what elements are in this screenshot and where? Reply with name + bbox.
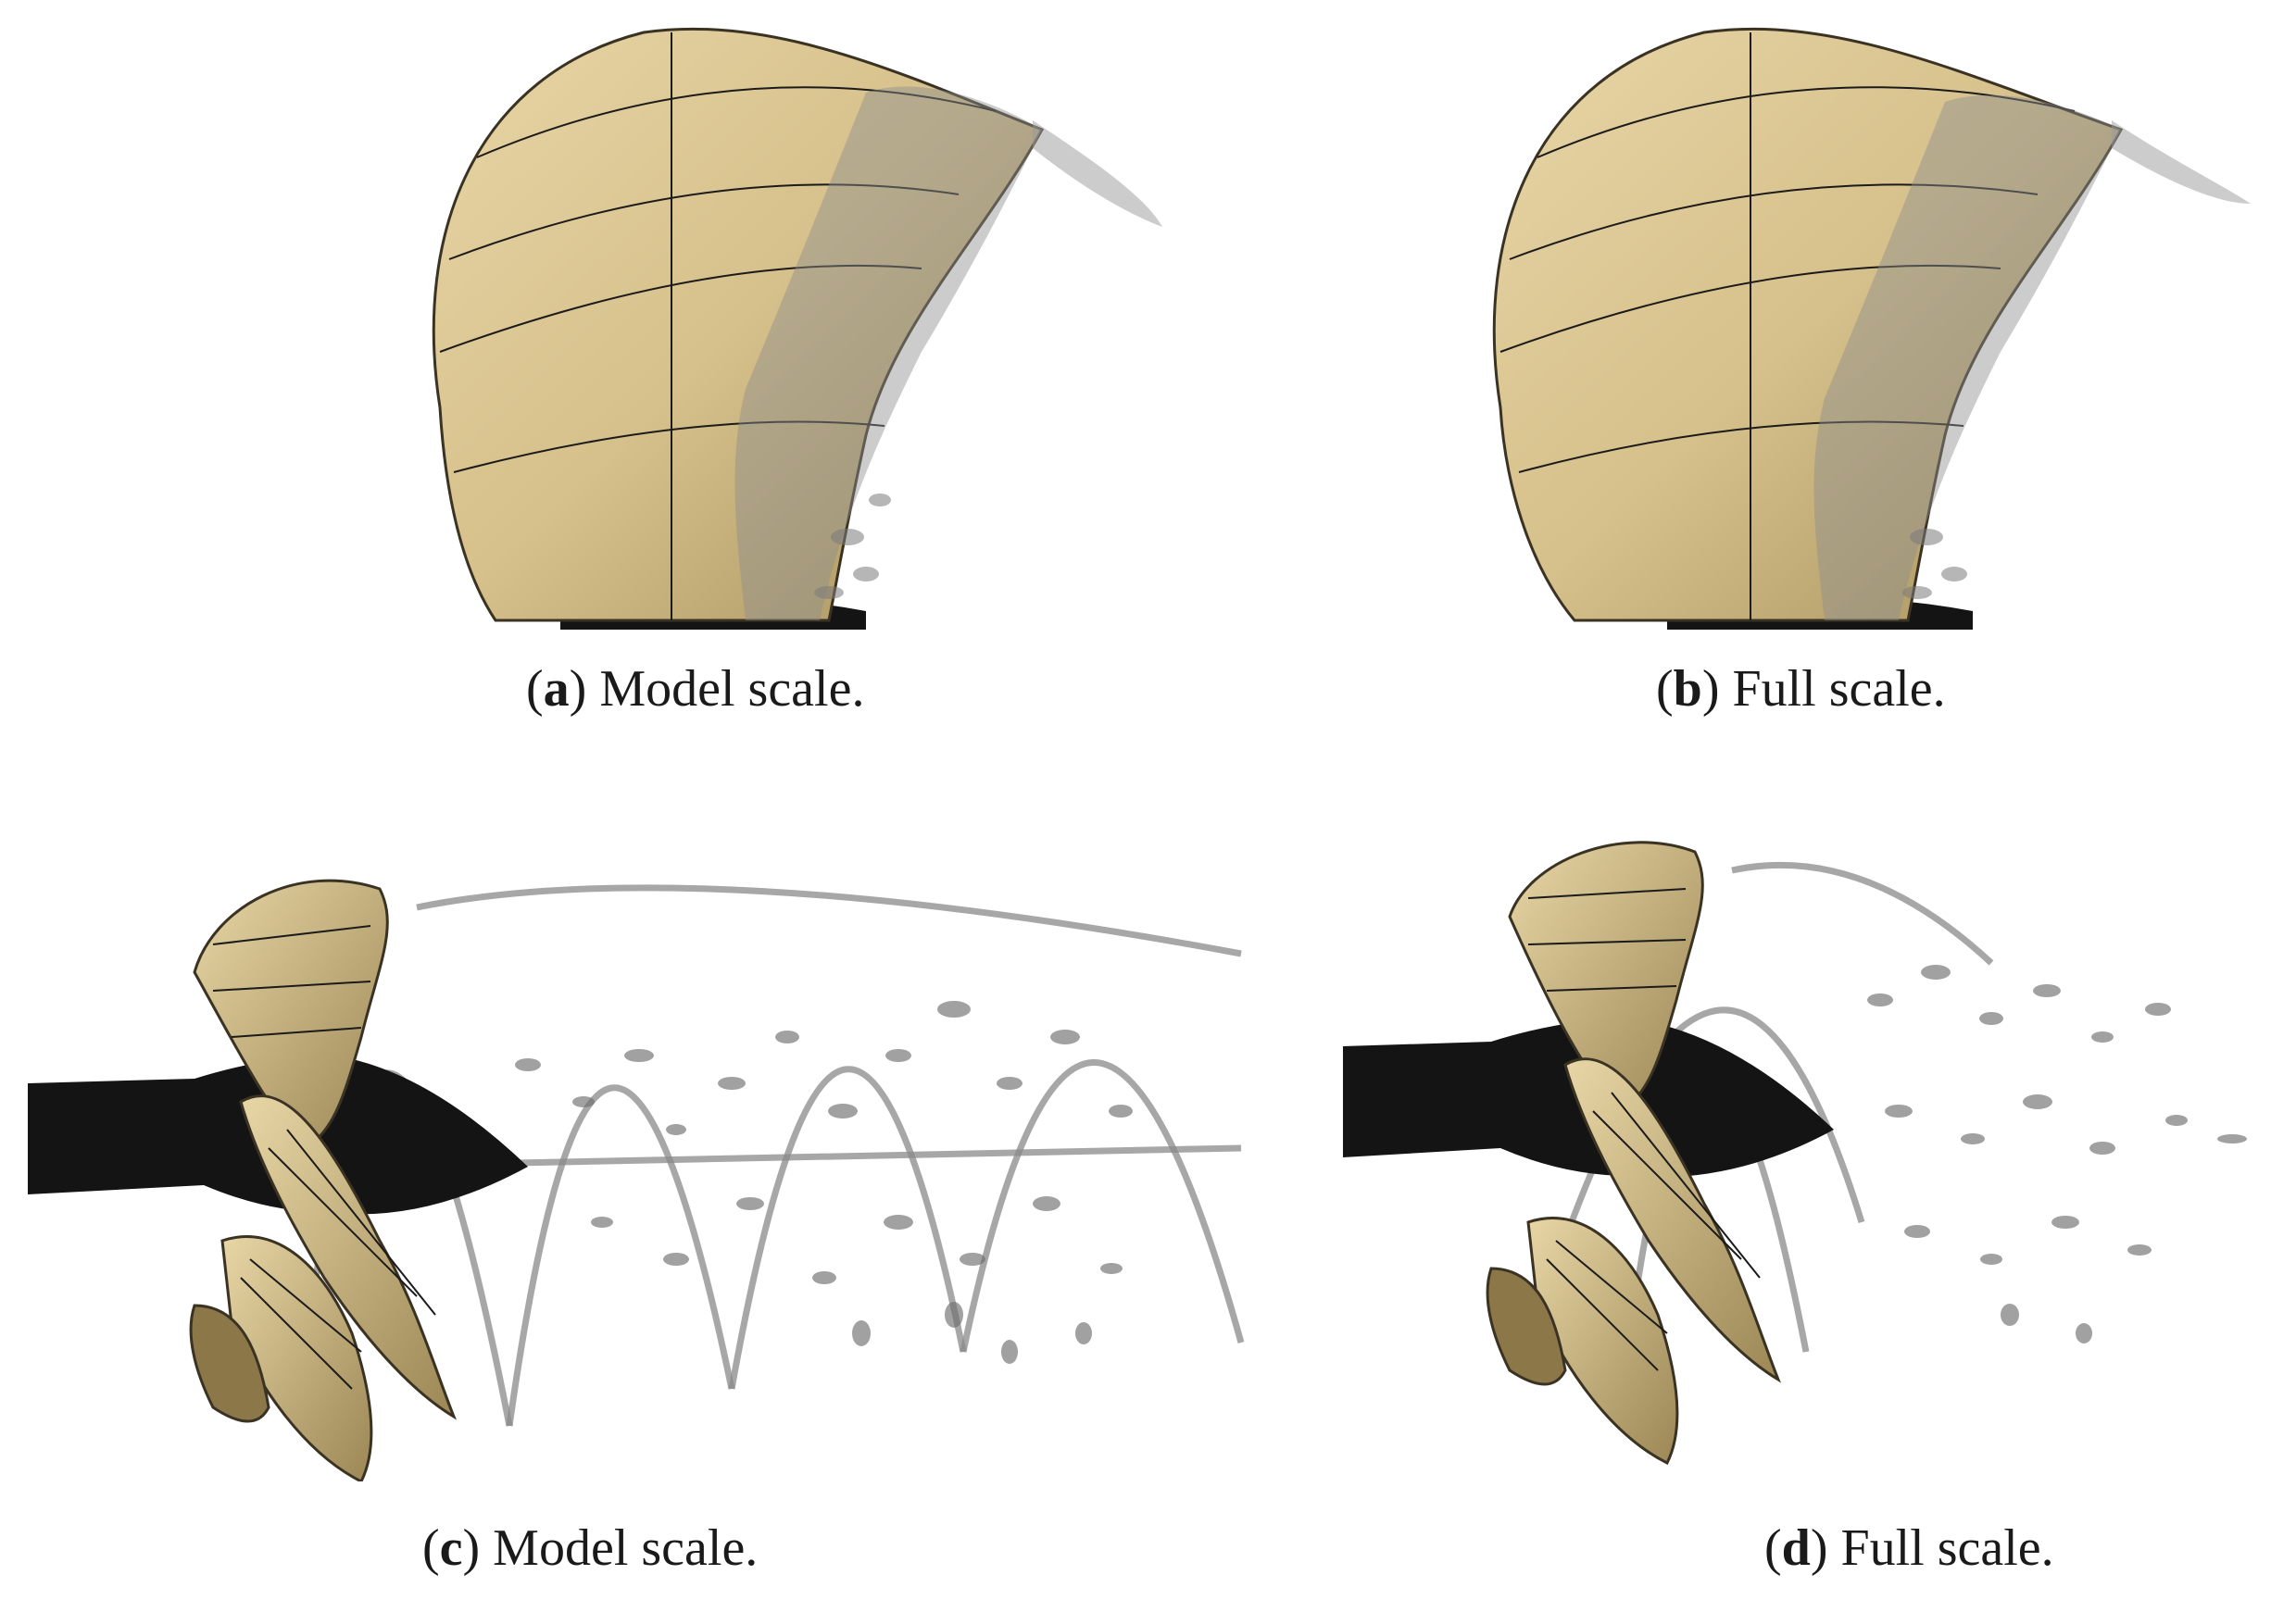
caption-d-text: Full scale. bbox=[1840, 1519, 2054, 1577]
caption-a-text: Model scale. bbox=[599, 660, 865, 718]
caption-c: (c) Model scale. bbox=[422, 1519, 759, 1577]
caption-d: (d) Full scale. bbox=[1764, 1519, 2054, 1577]
panel-b-full-scale-blade bbox=[1473, 19, 2278, 630]
caption-a-letter: a bbox=[543, 660, 570, 718]
panel-a-model-scale-blade bbox=[347, 19, 1199, 630]
caption-b-text: Full scale. bbox=[1732, 660, 1946, 718]
caption-b: (b) Full scale. bbox=[1656, 660, 1946, 718]
panel-c-model-scale-propeller bbox=[28, 870, 1250, 1481]
blade-closeup-render-b bbox=[1492, 27, 2251, 630]
caption-c-letter: c bbox=[439, 1519, 463, 1577]
caption-c-text: Model scale. bbox=[493, 1519, 759, 1577]
propeller-wake-render-d bbox=[1343, 841, 2247, 1466]
panel-d-full-scale-propeller bbox=[1343, 833, 2278, 1481]
blade-closeup-render-a bbox=[432, 27, 1162, 630]
caption-b-letter: b bbox=[1673, 660, 1702, 718]
propeller-wake-render-c bbox=[28, 879, 1245, 1481]
caption-a: (a) Model scale. bbox=[526, 660, 865, 718]
caption-d-letter: d bbox=[1781, 1519, 1811, 1577]
